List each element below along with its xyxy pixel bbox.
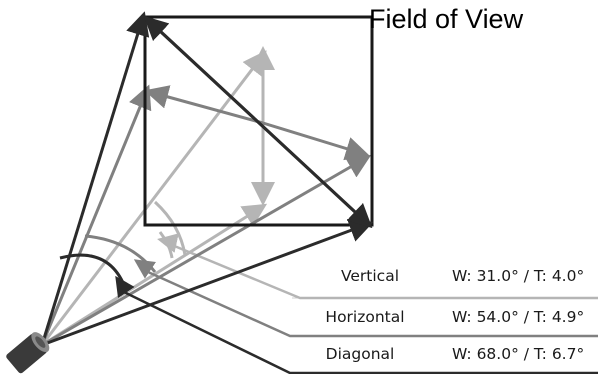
diagonal-fov-lines — [40, 11, 598, 375]
row-value-horizontal: W: 54.0° / T: 4.9° — [452, 308, 585, 326]
row-value-diagonal: W: 68.0° / T: 6.7° — [452, 345, 585, 363]
row-value-vertical: W: 31.0° / T: 4.0° — [452, 267, 585, 285]
page-title: Field of View — [369, 4, 524, 34]
row-label-horizontal: Horizontal — [325, 308, 405, 326]
camera-icon — [6, 332, 50, 374]
horizontal-fov-lines — [40, 84, 598, 347]
view-frame — [143, 15, 374, 227]
vertical-fov-lines — [40, 46, 598, 347]
row-label-diagonal: Diagonal — [325, 345, 395, 363]
row-label-vertical: Vertical — [340, 267, 400, 285]
